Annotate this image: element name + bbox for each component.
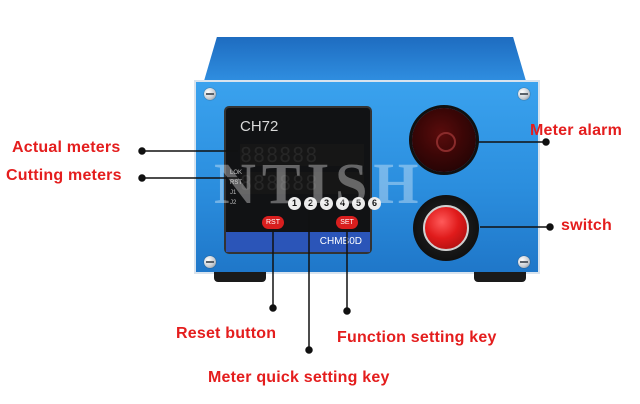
length-meter: CH72 888888 888888 LOK RST J1 J2 1 2 3 4… [226, 108, 381, 252]
power-switch-button[interactable] [423, 205, 469, 251]
housing-foot-left [214, 272, 266, 282]
quick-key-1[interactable]: 1 [288, 197, 301, 210]
screw-icon [518, 88, 530, 100]
indicator-label: J2 [230, 200, 237, 206]
callout-meter-alarm: Meter alarm [530, 122, 623, 139]
quick-key-5[interactable]: 5 [352, 197, 365, 210]
callout-dot-function-setting-key [343, 307, 351, 315]
callout-function-setting-key: Function setting key [337, 329, 497, 346]
quick-setting-keypad: 1 2 3 4 5 6 [288, 197, 381, 210]
alarm-ring-icon [436, 132, 456, 152]
quick-key-6[interactable]: 6 [368, 197, 381, 210]
meter-alarm-buzzer [412, 108, 476, 172]
screw-icon [204, 88, 216, 100]
quick-key-4[interactable]: 4 [336, 197, 349, 210]
housing-top [204, 37, 526, 81]
callout-cutting-meters: Cutting meters [6, 167, 122, 184]
callout-reset-button: Reset button [176, 325, 277, 342]
callout-dot-reset-button [269, 304, 277, 312]
callout-switch: switch [561, 217, 612, 234]
switch-bezel [413, 195, 479, 261]
screw-icon [204, 256, 216, 268]
indicator-label: RST [230, 180, 242, 186]
indicator-label: J1 [230, 190, 237, 196]
callout-dot-cutting-meters [138, 174, 146, 182]
watermark: NTISH [214, 151, 425, 216]
quick-key-2[interactable]: 2 [304, 197, 317, 210]
screw-icon [518, 256, 530, 268]
housing-foot-right [474, 272, 526, 282]
actual-meters-display: 888888 [240, 144, 364, 166]
set-key[interactable]: SET [336, 216, 358, 229]
callout-dot-quick-setting-key [305, 346, 313, 354]
cutting-meters-display: 888888 [240, 172, 364, 194]
callout-dot-switch [546, 223, 554, 231]
callout-meter-quick-setting-key: Meter quick setting key [208, 369, 390, 386]
callout-actual-meters: Actual meters [12, 139, 121, 156]
quick-key-3[interactable]: 3 [320, 197, 333, 210]
reset-key[interactable]: RST [262, 216, 284, 229]
callout-dot-meter-alarm [542, 138, 550, 146]
meter-brand: CHMB0D [226, 232, 370, 252]
meter-model-label: CH72 [240, 118, 279, 135]
callout-dot-actual-meters [138, 147, 146, 155]
indicator-label: LOK [230, 170, 243, 176]
